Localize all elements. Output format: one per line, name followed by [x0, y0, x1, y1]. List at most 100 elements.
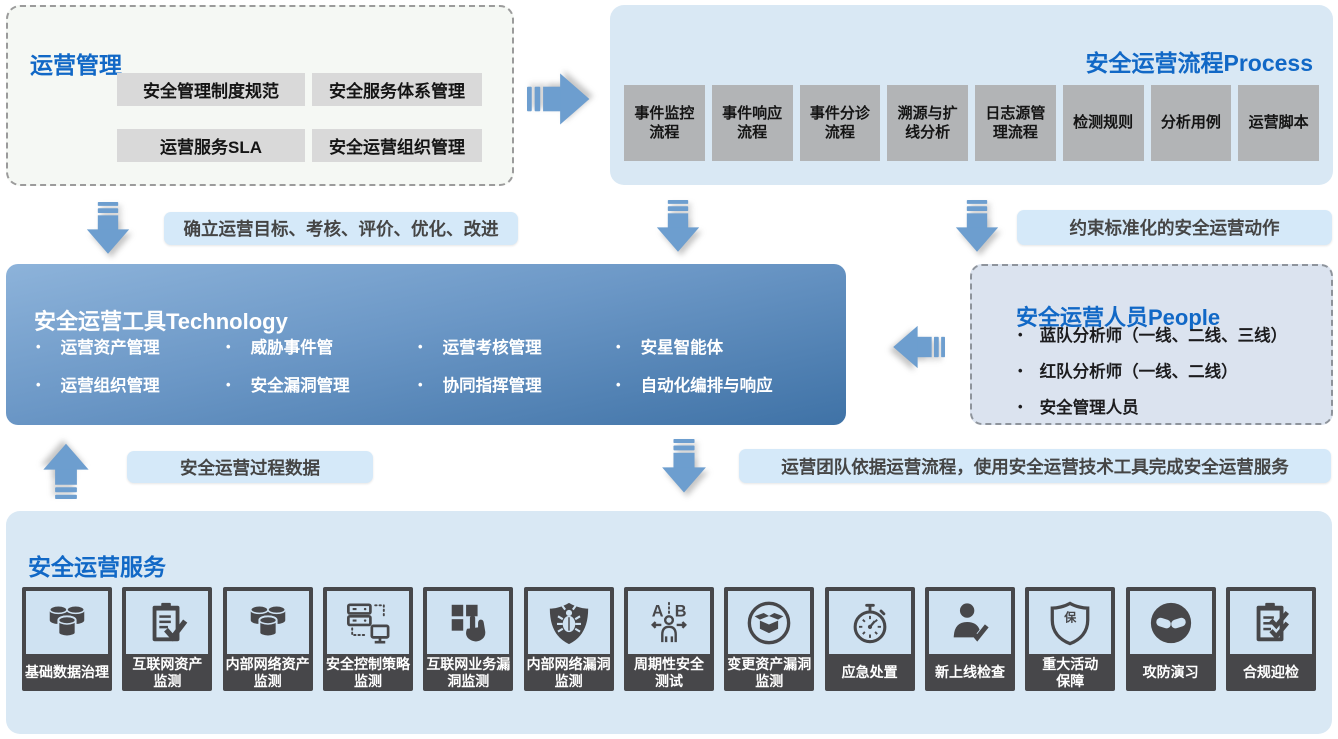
- technology-item-label: 运营资产管理: [60, 339, 160, 357]
- process-step: 检测规则: [1062, 85, 1144, 161]
- bullet-dot: •: [616, 338, 621, 354]
- service-tile: 内部网络资产 监测: [222, 587, 313, 691]
- people-panel: 安全运营人员People • 蓝队分析师（一线、二线、三线） • 红队分析师（一线、二…: [970, 264, 1333, 425]
- service-tile-label: 互联网资产 监测: [132, 655, 203, 689]
- left-arrow-icon: [887, 321, 945, 373]
- technology-item: •威胁事件管: [226, 334, 418, 358]
- process-title: 安全运营流程Process: [1085, 50, 1313, 77]
- open-box-circle-icon: [728, 591, 811, 654]
- server-monitor-icon: [326, 591, 409, 654]
- service-tile-label: 合规迎检: [1242, 664, 1299, 681]
- management-item: 运营服务SLA: [117, 129, 305, 162]
- people-items: • 蓝队分析师（一线、二线、三线） • 红队分析师（一线、二线） • 安全管理人员: [1018, 322, 1287, 418]
- technology-item: •运营组织管理: [36, 372, 226, 396]
- service-tile-label: 重大活动 保障: [1042, 655, 1099, 689]
- flow-label-goal: 确立运营目标、考核、评价、优化、改进: [164, 212, 518, 245]
- technology-item-label: 安全漏洞管理: [250, 377, 350, 395]
- people-item-label: 红队分析师（一线、二线）: [1039, 363, 1238, 381]
- flow-label-constraint: 约束标准化的安全运营动作: [1017, 210, 1332, 245]
- process-step: 日志源管 理流程: [975, 85, 1056, 161]
- people-item-label: 蓝队分析师（一线、二线、三线）: [1039, 327, 1288, 345]
- shield-badge-text: 保: [1064, 610, 1077, 625]
- shield-badge-icon: 保: [1029, 591, 1112, 654]
- management-item: 安全管理制度规范: [117, 73, 305, 106]
- service-tile-label: 应急处置: [841, 664, 898, 681]
- service-tile: 合规迎检: [1225, 587, 1316, 691]
- service-tile: 互联网资产 监测: [122, 587, 213, 691]
- service-tile: 应急处置: [824, 587, 915, 691]
- management-item: 安全运营组织管理: [312, 129, 482, 162]
- technology-item: • 自动化编排与响应: [616, 372, 832, 396]
- bullet-dot: •: [418, 338, 423, 354]
- bullet-dot: •: [226, 376, 231, 392]
- bullet-dot: •: [616, 376, 621, 392]
- service-tile: 互联网业务漏 洞监测: [423, 587, 514, 691]
- process-step: 事件监控 流程: [624, 85, 705, 161]
- technology-item: •安星智能体: [616, 334, 832, 358]
- service-tile: 安全控制策略 监测: [322, 587, 413, 691]
- svg-text:A: A: [652, 602, 664, 620]
- process-step: 溯源与扩 线分析: [887, 85, 968, 161]
- technology-item: • 协同指挥管理: [418, 372, 616, 396]
- management-item: 安全服务体系管理: [312, 73, 482, 106]
- technology-item-label: 运营考核管理: [442, 339, 542, 357]
- management-title: 运营管理: [30, 52, 122, 79]
- people-item: • 红队分析师（一线、二线）: [1018, 358, 1287, 382]
- people-title: 安全运营人员People: [1016, 305, 1221, 331]
- service-tile-label: 新上线检查: [934, 664, 1005, 681]
- bullet-dot: •: [36, 338, 41, 354]
- service-tile-label: 攻防演习: [1142, 664, 1199, 681]
- bug-shield-icon: [527, 591, 610, 654]
- people-item-label: 安全管理人员: [1039, 399, 1139, 417]
- service-tile: 攻防演习: [1125, 587, 1216, 691]
- process-step: 分析用例: [1150, 85, 1232, 161]
- down-arrow-icon: [651, 200, 705, 258]
- process-step: 运营脚本: [1238, 85, 1319, 161]
- people-item: • 安全管理人员: [1018, 394, 1287, 418]
- service-tile: 保重大活动 保障: [1025, 587, 1116, 691]
- technology-item: • 运营资产管理: [36, 334, 226, 358]
- process-step: 事件响应 流程: [711, 85, 793, 161]
- technology-items: •运营资产管理•威胁事件管•运营考核管理•安星智能体•运营组织管理•安全漏洞管理…: [36, 334, 832, 396]
- ab-test-person-icon: A B: [627, 591, 710, 654]
- service-tile-label: 内部网络漏洞 监测: [526, 655, 611, 689]
- service-tile-label: 周期性安全 测试: [633, 655, 704, 689]
- down-arrow-icon: [657, 439, 711, 499]
- bullet-dot: •: [1018, 362, 1023, 378]
- person-check-icon: [928, 591, 1011, 654]
- service-tile-label: 内部网络资产 监测: [225, 655, 310, 689]
- process-panel: 安全运营流程Process 事件监控 流程事件响应 流程事件分诊 流程溯源与扩 …: [610, 5, 1333, 185]
- service-tile: 变更资产漏洞 监测: [724, 587, 815, 691]
- technology-item-label: 自动化编排与响应: [640, 377, 773, 395]
- bullet-dot: •: [418, 376, 423, 392]
- handshake-icon: [1129, 591, 1212, 654]
- right-arrow-icon: [527, 70, 597, 128]
- stopwatch-icon: [828, 591, 911, 654]
- service-tile: 新上线检查: [924, 587, 1015, 691]
- process-step: 事件分诊 流程: [799, 85, 881, 161]
- clipboard-double-check-icon: [1229, 591, 1312, 654]
- service-tile-label: 变更资产漏洞 监测: [727, 655, 812, 689]
- process-steps: 事件监控 流程事件响应 流程事件分诊 流程溯源与扩 线分析日志源管 理流程检测规…: [624, 85, 1319, 161]
- database-icon: [26, 591, 108, 654]
- service-tile-label: 基础数据治理: [25, 664, 109, 681]
- technology-item-label: 威胁事件管: [250, 339, 334, 357]
- technology-item-label: 运营组织管理: [60, 377, 160, 395]
- bullet-dot: •: [1018, 398, 1023, 414]
- technology-item: • 运营考核管理: [418, 334, 616, 358]
- bullet-dot: •: [1018, 326, 1023, 342]
- technology-panel: 安全运营工具Technology •运营资产管理•威胁事件管•运营考核管理•安星…: [6, 264, 846, 425]
- technology-title: 安全运营工具Technology: [34, 309, 288, 335]
- down-arrow-icon: [81, 202, 135, 260]
- flow-label-data: 安全运营过程数据: [127, 451, 373, 483]
- technology-item: • 安全漏洞管理: [226, 372, 418, 396]
- service-tile: 内部网络漏洞 监测: [523, 587, 614, 691]
- keypad-hand-icon: [427, 591, 510, 654]
- up-arrow-icon: [39, 437, 93, 499]
- services-title: 安全运营服务: [28, 554, 166, 581]
- flow-label-team: 运营团队依据运营流程，使用安全运营技术工具完成安全运营服务: [739, 449, 1331, 483]
- technology-item-label: 协同指挥管理: [442, 377, 542, 395]
